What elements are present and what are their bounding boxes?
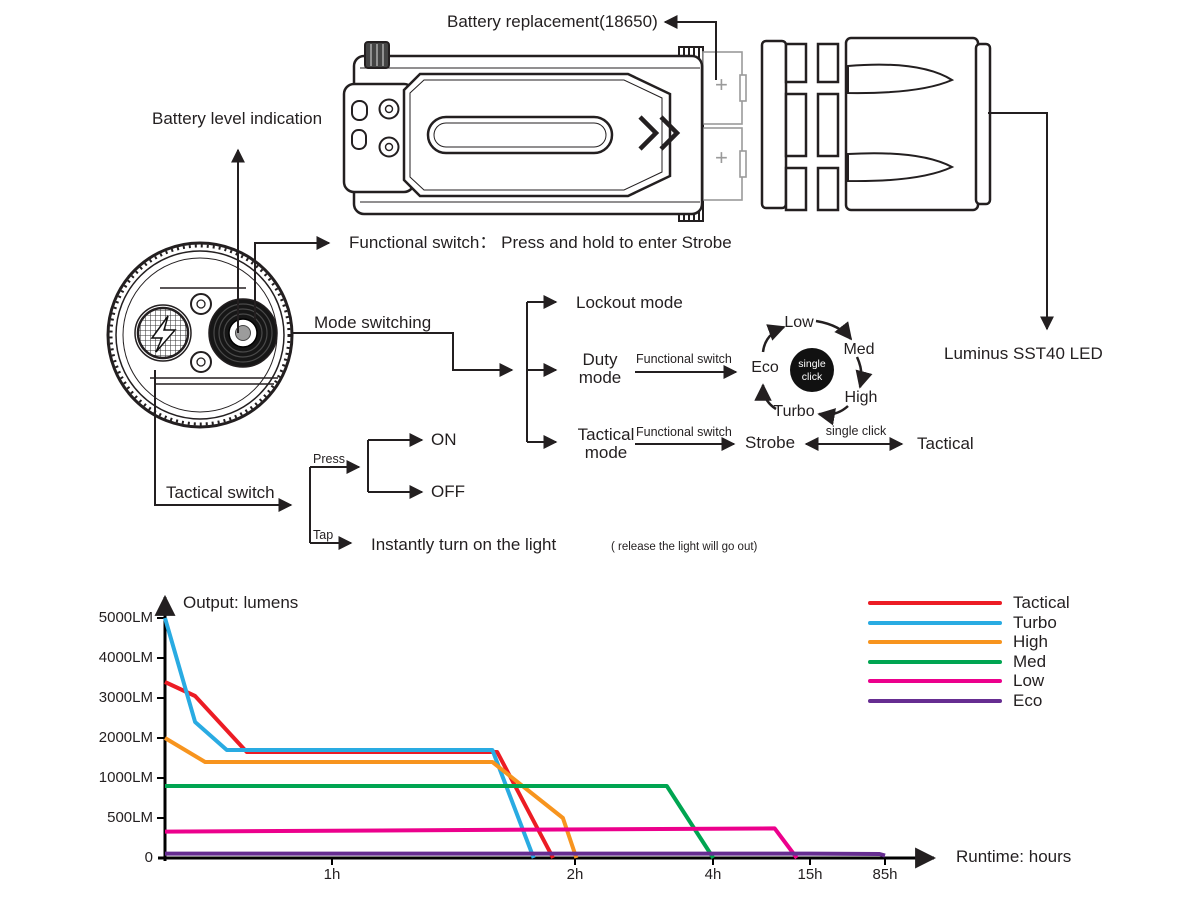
flashlight-head-drawing <box>760 36 992 212</box>
tactical-end-label: Tactical <box>917 434 974 453</box>
cycle-label-high: High <box>844 389 878 406</box>
mode-cycle-diagram <box>754 319 873 426</box>
cycle-label-med: Med <box>843 341 875 358</box>
chevron-icon <box>638 115 660 151</box>
functional-switch-leader <box>254 236 331 320</box>
x-tick-label: 15h <box>797 866 823 883</box>
battery-replacement-leader <box>663 15 717 80</box>
legend-swatch-turbo <box>868 620 1002 625</box>
x-tick-label: 85h <box>872 866 898 883</box>
cycle-label-turbo: Turbo <box>773 403 815 420</box>
lockout-mode-label: Lockout mode <box>576 293 683 312</box>
tailcap-drawing <box>106 241 294 429</box>
x-tick-label: 4h <box>704 866 722 883</box>
series-line-low <box>164 826 799 860</box>
on-label: ON <box>431 430 457 449</box>
lightning-bolt-icon <box>150 315 177 353</box>
mode-switching-line <box>292 332 514 377</box>
y-tick-label: 4000LM <box>98 649 153 666</box>
y-tick-label: 500LM <box>107 809 153 826</box>
x-tick-label: 1h <box>323 866 341 883</box>
functional-switch-button[interactable] <box>208 298 278 368</box>
chart-xlabel: Runtime: hours <box>956 847 1072 866</box>
battery-level-label: Battery level indication <box>152 109 323 128</box>
battery-plus-top: + <box>715 72 728 97</box>
series-line-high <box>163 736 579 859</box>
battery-plus-bottom: + <box>715 145 728 170</box>
mode-switching-label: Mode switching <box>314 313 432 332</box>
functional-switch-note: Functional switch： Press and hold to ent… <box>349 233 732 252</box>
series-line-med <box>165 784 715 860</box>
series-line-turbo <box>163 617 536 859</box>
single-click-center-label: single click <box>798 358 826 383</box>
tap-label: Tap <box>313 528 334 542</box>
flashlight-body-drawing <box>342 41 747 222</box>
chart-ylabel: Output: lumens <box>183 593 299 612</box>
legend-swatch-tactical <box>868 601 1002 605</box>
functional-switch-small-duty: Functional switch <box>636 352 732 366</box>
y-tick-label: 2000LM <box>98 729 153 746</box>
cycle-label-eco: Eco <box>751 359 779 376</box>
cycle-label-low: Low <box>784 314 814 331</box>
press-label: Press <box>313 452 345 466</box>
off-label: OFF <box>431 482 465 501</box>
legend-label-eco: Eco <box>1013 690 1043 710</box>
tactical-switch-button[interactable] <box>134 304 192 362</box>
duty-mode-label: Duty mode <box>578 350 622 387</box>
legend-label-turbo: Turbo <box>1013 612 1057 632</box>
annotation-arrows <box>154 15 1054 550</box>
legend-label-high: High <box>1013 632 1048 651</box>
legend-swatch-low <box>868 679 1002 683</box>
instant-on-label: Instantly turn on the light <box>371 535 557 554</box>
y-tick-label: 1000LM <box>98 769 153 786</box>
battery-replacement-label: Battery replacement(18650) <box>447 12 658 31</box>
legend-swatch-med <box>868 659 1002 664</box>
instant-on-sub-label: ( release the light will go out) <box>611 541 758 553</box>
y-tick-label: 5000LM <box>98 609 153 626</box>
chevron-icon <box>659 115 681 151</box>
legend-label-low: Low <box>1013 671 1045 690</box>
y-tick-label: 0 <box>144 849 153 866</box>
y-tick-label: 3000LM <box>98 689 153 706</box>
chart-series-layer <box>157 617 886 865</box>
x-tick-label: 2h <box>566 866 584 883</box>
strobe-label: Strobe <box>745 433 796 452</box>
led-leader <box>988 112 1054 331</box>
led-label: Luminus SST40 LED <box>944 344 1103 363</box>
screw-icon <box>190 293 212 373</box>
series-line-eco <box>165 851 886 858</box>
legend-label-med: Med <box>1013 651 1047 671</box>
tactical-switch-line <box>154 370 293 512</box>
legend-label-tactical: Tactical <box>1013 593 1070 612</box>
tactical-mode-label: Tactical mode <box>577 425 635 462</box>
single-click-arrow-label: single click <box>825 424 887 438</box>
legend-swatch-high <box>868 640 1002 644</box>
single-click-circle[interactable] <box>790 348 834 392</box>
chart-axes <box>154 594 937 869</box>
legend-swatch-eco <box>868 698 1002 703</box>
functional-switch-small-tactical: Functional switch <box>636 425 732 439</box>
tactical-switch-label: Tactical switch <box>166 483 275 502</box>
